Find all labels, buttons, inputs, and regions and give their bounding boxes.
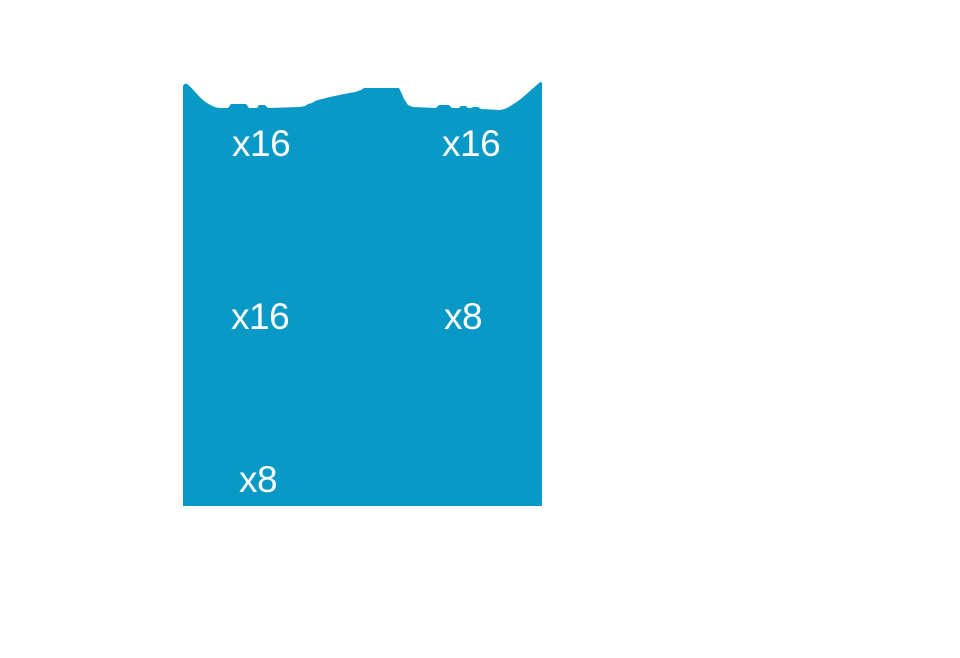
blue-silhouette-shape (183, 82, 542, 506)
multiplier-label-middle-right: x8 (444, 296, 483, 337)
multiplier-label-top-right: x16 (442, 123, 501, 164)
multiplier-label-middle-left: x16 (231, 296, 290, 337)
multiplier-label-bottom-left: x8 (239, 459, 278, 500)
multiplier-label-top-left: x16 (232, 123, 291, 164)
